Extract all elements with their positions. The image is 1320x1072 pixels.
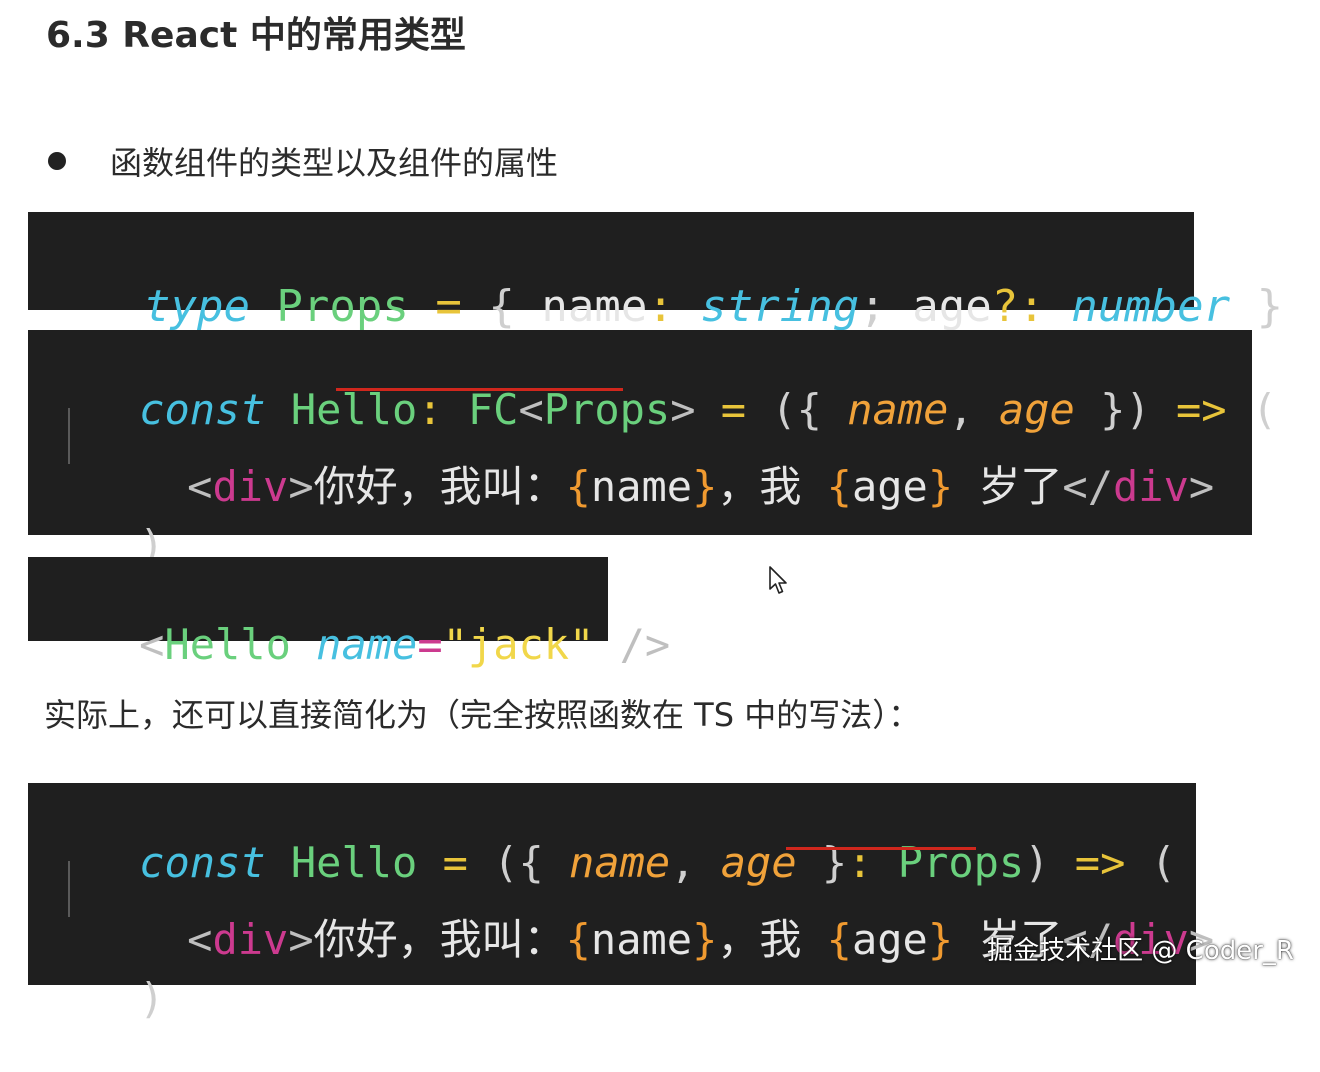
code-token: Props — [897, 838, 1025, 887]
code-token: name — [590, 915, 693, 964]
code-token: ) — [139, 974, 165, 1023]
code-token: } — [692, 915, 718, 964]
code-token: ; — [859, 281, 886, 332]
code-token: }) — [1074, 385, 1151, 434]
code-token: 你好，我叫： — [313, 915, 566, 964]
code-token: } — [796, 838, 848, 887]
code-token: } — [692, 462, 718, 511]
indent-guide — [68, 861, 70, 917]
code-token: < — [187, 915, 213, 964]
code-token: string — [700, 281, 860, 332]
code-token: div — [1113, 462, 1189, 511]
code-token: { — [826, 915, 852, 964]
code-block-fc-props: const Hello: FC<Props> = ({ name, age })… — [28, 330, 1277, 570]
code-token: => — [1049, 838, 1151, 887]
code-token: name — [590, 462, 693, 511]
bullet-text: 函数组件的类型以及组件的属性 — [110, 144, 559, 182]
code-token: { — [826, 462, 852, 511]
code-token: Hello — [265, 385, 418, 434]
simplification-note: 实际上，还可以直接简化为（完全按照函数在 TS 中的写法）： — [44, 696, 921, 734]
code-token: < — [139, 620, 165, 669]
highlight-underline — [336, 388, 623, 391]
code-token: name — [290, 620, 418, 669]
code-token: > — [288, 462, 314, 511]
code-token: </ — [1062, 462, 1113, 511]
code-token: 你好，我叫： — [313, 462, 566, 511]
code-line: <div>你好，我叫：{name}，我 {age} 岁了</div> — [86, 404, 1214, 563]
code-block-type-props: type Props = { name: string; age?: numbe… — [28, 212, 1283, 332]
code-token: div — [1113, 915, 1189, 964]
code-line: <Hello name="jack" /> — [38, 571, 670, 718]
code-token: name — [514, 281, 648, 332]
code-token: 岁了 — [953, 462, 1063, 511]
code-line: const Hello: FC<Props> = ({ name, age })… — [38, 336, 1277, 483]
code-token: > — [1188, 915, 1215, 964]
code-token: ( — [1251, 385, 1278, 434]
code-token: = — [408, 281, 489, 332]
code-token: number — [1044, 281, 1231, 332]
code-token: , — [670, 838, 721, 887]
code-token: => — [1150, 385, 1252, 434]
code-token: age — [851, 462, 928, 511]
code-token: = — [695, 385, 772, 434]
code-line: const Hello = ({ name, age }: Props) => … — [38, 789, 1176, 936]
code-token: } — [1230, 281, 1284, 332]
code-line: ) — [38, 925, 164, 1072]
code-token: ，我 — [717, 915, 827, 964]
code-token: div — [212, 462, 289, 511]
code-token: div — [212, 915, 289, 964]
code-token: { — [565, 915, 591, 964]
bullet-dot — [48, 152, 66, 170]
code-line: <div>你好，我叫：{name}，我 {age} 岁了</div> — [86, 857, 1214, 1016]
code-token: type — [143, 281, 250, 332]
code-block-jsx-usage: <Hello name="jack" /> — [28, 557, 670, 669]
code-token: </ — [1062, 915, 1113, 964]
code-token: age — [851, 915, 928, 964]
code-token: age — [885, 281, 992, 332]
code-token: : — [847, 838, 898, 887]
code-token: } — [927, 462, 954, 511]
code-token: > — [1188, 462, 1215, 511]
code-token: { — [488, 281, 515, 332]
mouse-cursor-icon — [769, 566, 787, 594]
code-line: type Props = { name: string; age?: numbe… — [38, 230, 1283, 383]
code-token: ({ — [493, 838, 570, 887]
code-token: const — [139, 838, 266, 887]
indent-guide — [68, 408, 70, 464]
code-token: age — [720, 838, 797, 887]
code-token: = — [417, 620, 443, 669]
code-token: name — [569, 838, 671, 887]
code-token: > — [288, 915, 314, 964]
code-token: = — [417, 838, 494, 887]
code-token: Props — [249, 281, 409, 332]
code-token: FC — [467, 385, 519, 434]
code-token: : — [647, 281, 701, 332]
code-token: "jack" — [442, 620, 595, 669]
code-token: 岁了 — [953, 915, 1063, 964]
code-token: Props — [543, 385, 671, 434]
code-token: < — [187, 462, 213, 511]
code-token: Hello — [164, 620, 291, 669]
page-title: 6.3 React 中的常用类型 — [46, 15, 466, 56]
code-token: < — [518, 385, 544, 434]
code-token: name — [847, 385, 949, 434]
code-block-simplified: const Hello = ({ name, age }: Props) => … — [28, 783, 1214, 1023]
code-token: > — [670, 385, 696, 434]
watermark: 掘金技术社区 @ Coder_R — [987, 936, 1294, 966]
code-token: , — [948, 385, 999, 434]
code-token: : — [417, 385, 468, 434]
code-token: Hello — [265, 838, 418, 887]
code-token: ?: — [991, 281, 1045, 332]
code-token: } — [927, 915, 954, 964]
highlight-underline — [786, 847, 976, 850]
code-token: ) — [1024, 838, 1050, 887]
code-token: { — [565, 462, 591, 511]
code-token: ( — [1150, 838, 1176, 887]
code-token: age — [998, 385, 1075, 434]
code-token: const — [139, 385, 266, 434]
code-token: /> — [594, 620, 671, 669]
code-token: ，我 — [717, 462, 827, 511]
code-token: ({ — [771, 385, 848, 434]
